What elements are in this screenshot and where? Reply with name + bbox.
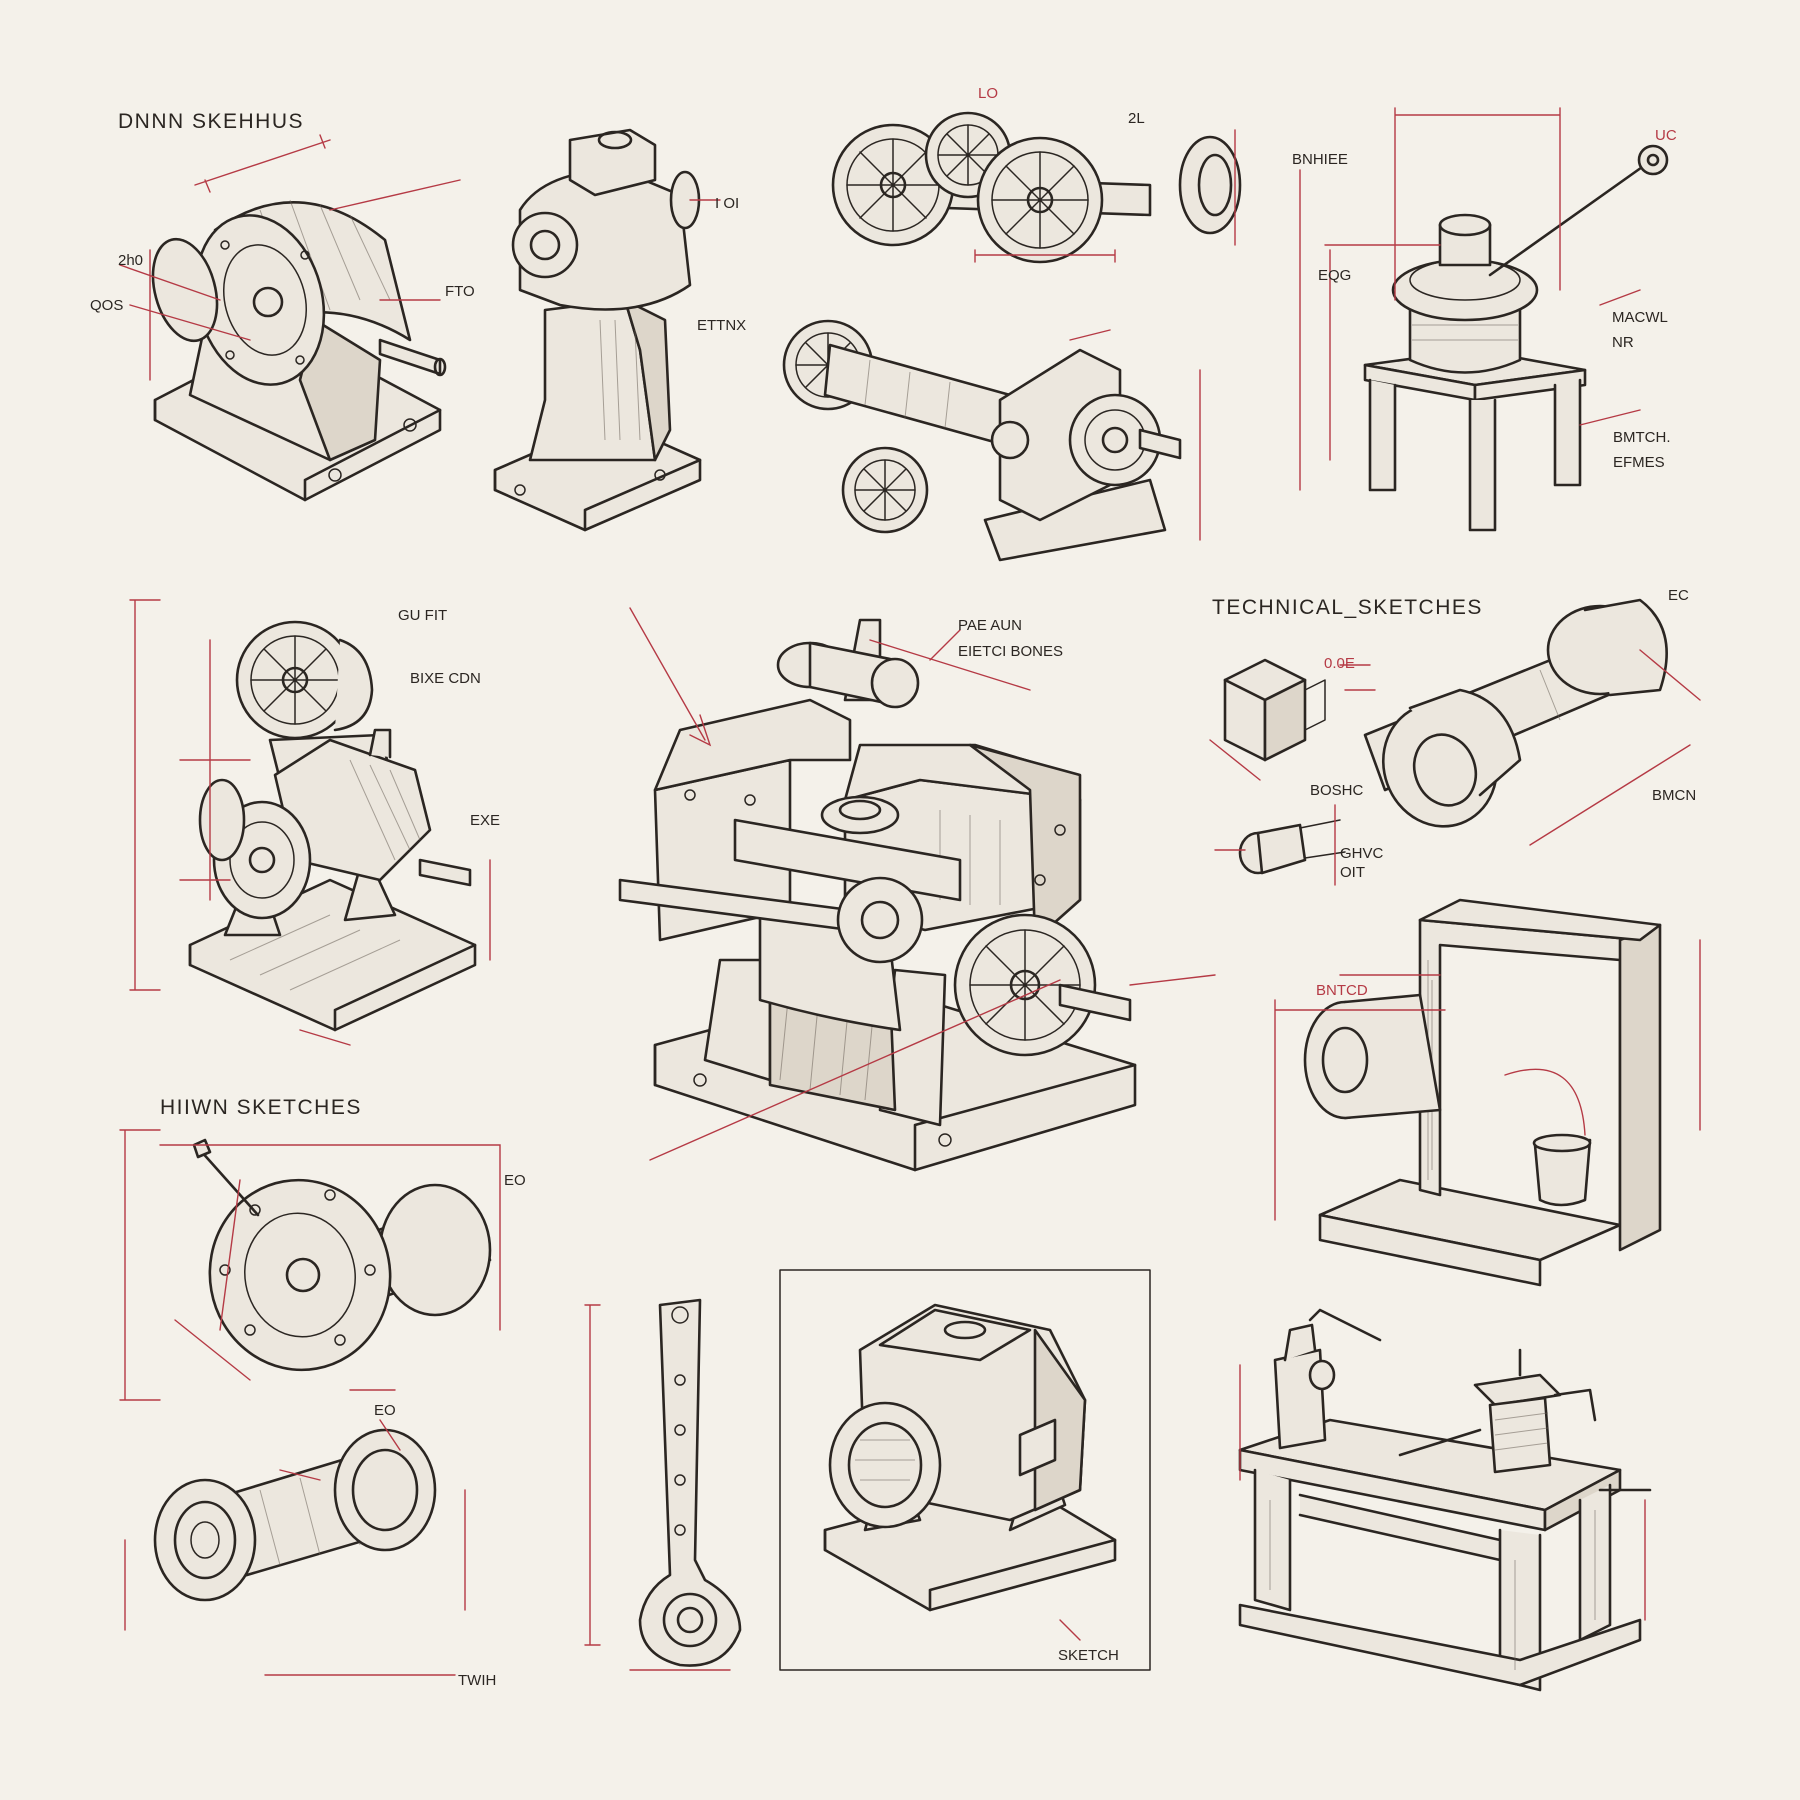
label-bnhiee: BNHIEE xyxy=(1292,151,1348,168)
label-boshc: BOSHC xyxy=(1310,782,1364,799)
gear-housing-sketch xyxy=(779,1269,1151,1671)
press-sketch xyxy=(1299,107,1669,532)
label-ctfi: GU FIT xyxy=(398,607,447,624)
label-eqg: EQG xyxy=(1318,267,1351,284)
workbench-sketch xyxy=(1238,1308,1652,1692)
label-macwl: MACWL xyxy=(1612,309,1668,326)
label-pae: PAE AUN xyxy=(958,617,1022,634)
label-lo: LO xyxy=(978,85,998,102)
flywheel-gearbox-sketch xyxy=(129,599,491,1046)
label-eo-bottom: EO xyxy=(374,1402,396,1419)
pump-sketch xyxy=(493,128,721,532)
wheel-left xyxy=(831,123,955,247)
label-bfmes: EFMES xyxy=(1613,454,1665,471)
heading-top-left: DNNN SKEHHUS xyxy=(118,110,304,133)
flange-ring xyxy=(1178,135,1242,235)
label-eo-right: EO xyxy=(504,1172,526,1189)
label-bixe: BIXE CDN xyxy=(410,670,481,687)
shaft-bearing-sketch xyxy=(782,319,1201,562)
label-fto: FTO xyxy=(445,283,475,300)
label-2l: 2L xyxy=(1128,110,1145,127)
label-bones: EIETCI BONES xyxy=(958,643,1063,660)
central-machine-sketch xyxy=(618,607,1216,1172)
wheel-mid xyxy=(976,136,1104,264)
label-uc: UC xyxy=(1655,127,1677,144)
heading-bottom-left: HIIWN SKETCHES xyxy=(160,1096,362,1119)
label-ioi: I OI xyxy=(715,195,739,212)
flange-hub-sketch xyxy=(119,1129,501,1401)
link-arm-sketch xyxy=(584,1298,742,1671)
motor-sketch xyxy=(119,134,461,502)
label-qoe: QOS xyxy=(90,297,123,314)
label-eoe: EC xyxy=(1668,587,1689,604)
technical-small-parts xyxy=(1209,658,1376,886)
label-ettnx: ETTNX xyxy=(697,317,746,334)
frame-cup-sketch xyxy=(1274,898,1701,1287)
label-bntcd: BNTCD xyxy=(1316,982,1368,999)
label-nr: NR xyxy=(1612,334,1634,351)
label-oha: 2h0 xyxy=(118,252,143,269)
label-twih: TWIH xyxy=(458,1672,496,1689)
label-oit: OIT xyxy=(1340,864,1365,881)
spool-sketch xyxy=(1363,598,1701,846)
wheel-axle-sketch xyxy=(831,111,1242,264)
label-ghvc: GHVC xyxy=(1340,845,1384,862)
label-bmtch: BMTCH. xyxy=(1613,429,1671,446)
label-ooe: 0.0E xyxy=(1324,655,1355,672)
heading-technical: TECHNICAL_SKETCHES xyxy=(1212,596,1483,619)
label-exe: EXE xyxy=(470,812,500,829)
short-spool-sketch xyxy=(124,1419,466,1676)
label-bmcn: BMCN xyxy=(1652,787,1696,804)
label-sketch-sig: SKETCH xyxy=(1058,1647,1119,1664)
